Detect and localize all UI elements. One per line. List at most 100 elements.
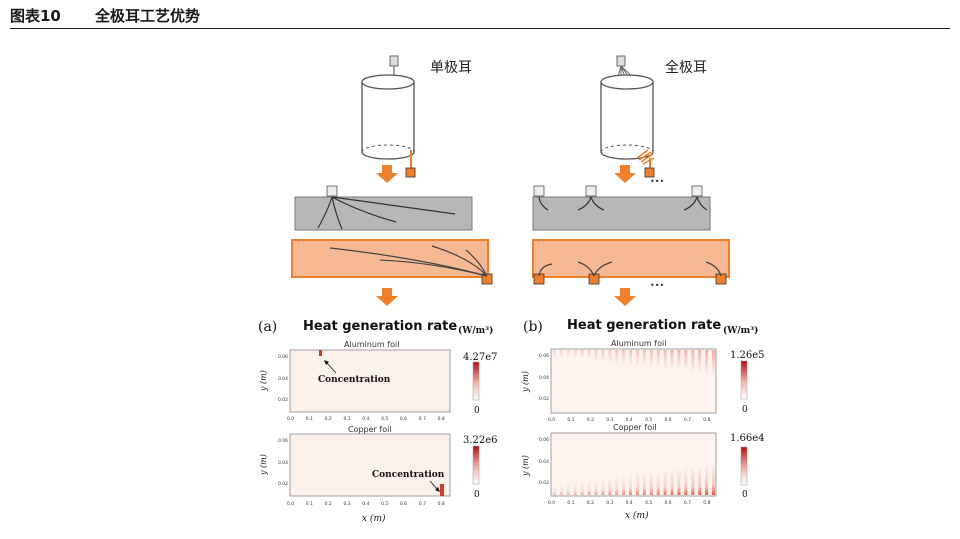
y-tick: 0.06: [278, 438, 288, 444]
heat-stripe: [636, 350, 639, 367]
y-tick: 0.04: [278, 376, 288, 382]
heat-stripe: [622, 475, 626, 495]
page-header: 图表10 全极耳工艺优势: [0, 0, 960, 30]
colorbar-min: 0: [742, 490, 748, 500]
x-tick: 0.1: [567, 417, 574, 423]
bottom-tab-terminal: [405, 167, 416, 178]
heat-stripe: [594, 479, 598, 495]
heat-stripe: [580, 481, 584, 495]
tab-terminal: [616, 55, 626, 67]
x-tick: 0.7: [684, 417, 691, 423]
x-tick: 0.1: [567, 500, 574, 506]
heat-stripe: [705, 464, 709, 495]
y-tick: 0.06: [278, 354, 288, 360]
copper-foil-label: Copper foil: [348, 425, 392, 434]
x-tick: 0.4: [362, 416, 369, 422]
heat-stripe: [559, 350, 563, 359]
x-axis-label: x (m): [625, 510, 649, 521]
heat-stripe: [677, 467, 681, 495]
colorbar-max: 1.66e4: [730, 433, 765, 444]
y-tick: 0.02: [539, 480, 549, 486]
heat-stripe: [642, 472, 646, 495]
colorbar-min: 0: [474, 406, 480, 416]
y-tick: 0.02: [278, 397, 288, 403]
cylinder-cell-single: [361, 74, 415, 160]
heat-stripe: [649, 471, 653, 495]
x-tick: 0.3: [344, 416, 351, 422]
colorbar-max: 3.22e6: [463, 435, 498, 446]
heat-stripe: [691, 465, 695, 495]
heat-stripe: [573, 350, 577, 360]
x-tick: 0.7: [684, 500, 691, 506]
x-tick: 0.6: [665, 417, 672, 423]
y-tick: 0.04: [539, 375, 549, 381]
arrow-down-icon: [614, 165, 636, 183]
single-tab-label: 单极耳: [430, 60, 472, 76]
x-tick: 0.1: [306, 416, 313, 422]
hotspot: [440, 484, 444, 496]
heat-stripe: [587, 480, 591, 495]
tab-terminal: [389, 55, 399, 67]
x-tick: 0.0: [287, 501, 294, 507]
x-axis-label: x (m): [362, 513, 386, 524]
panel-a-title: Heat generation rate: [303, 319, 457, 334]
heat-stripe: [573, 482, 577, 495]
hotspot: [319, 350, 322, 356]
y-axis-label: y (m): [521, 371, 530, 393]
x-tick: 0.6: [665, 500, 672, 506]
heat-stripe: [656, 470, 660, 495]
heat-stripe: [615, 476, 619, 495]
heat-stripe: [677, 350, 681, 371]
x-tick: 0.4: [626, 417, 633, 423]
panel-b-title: Heat generation rate: [567, 318, 721, 333]
concentration-label: Concentration: [318, 375, 391, 385]
x-tick: 0.4: [362, 501, 369, 507]
heat-stripe: [649, 350, 653, 368]
y-tick: 0.02: [278, 481, 288, 487]
arrow-down-icon: [614, 288, 636, 306]
x-tick: 0.7: [419, 501, 426, 507]
heat-stripe: [553, 350, 556, 358]
header-divider: [10, 28, 950, 29]
heat-stripe: [670, 350, 674, 370]
panel-b-unit: (W/m³): [723, 325, 758, 336]
single-tab-schematic: [361, 55, 416, 178]
colorbar-b-copper: [740, 446, 748, 486]
heat-stripe: [608, 350, 612, 364]
x-tick: 0.2: [325, 501, 332, 507]
y-tick: 0.06: [539, 353, 549, 359]
heat-stripe: [594, 350, 598, 362]
heat-stripe: [698, 350, 702, 373]
y-axis-label: y (m): [259, 370, 268, 392]
y-tick: 0.02: [539, 396, 549, 402]
heat-stripe: [608, 477, 612, 495]
heat-stripe: [629, 474, 632, 495]
heat-stripe: [636, 473, 639, 495]
x-tick: 0.5: [381, 501, 388, 507]
heat-stripe: [601, 478, 605, 495]
heat-panel-a: (a) Heat generation rate (W/m³) Aluminum…: [258, 319, 498, 524]
colorbar-max: 1.26e5: [730, 350, 765, 361]
panel-a-unit: (W/m³): [458, 325, 493, 336]
heat-stripe: [684, 350, 688, 372]
x-tick: 0.0: [548, 417, 555, 423]
colorbar-b-aluminum: [740, 360, 748, 400]
heat-stripes-bottom: [553, 463, 715, 495]
concentration-label: Concentration: [372, 470, 445, 480]
colorbar-min: 0: [474, 490, 480, 500]
bottom-tab-terminal: [644, 167, 655, 178]
plot-area-a-aluminum: [289, 349, 451, 413]
panel-b-letter: (b): [523, 319, 543, 335]
y-tick: 0.04: [278, 460, 288, 466]
x-tick: 0.3: [344, 501, 351, 507]
x-tick: 0.8: [438, 416, 445, 422]
heat-stripe: [712, 463, 715, 495]
x-tick: 0.3: [606, 417, 613, 423]
plot-area-a-copper: [289, 433, 451, 497]
x-tick: 0.0: [548, 500, 555, 506]
